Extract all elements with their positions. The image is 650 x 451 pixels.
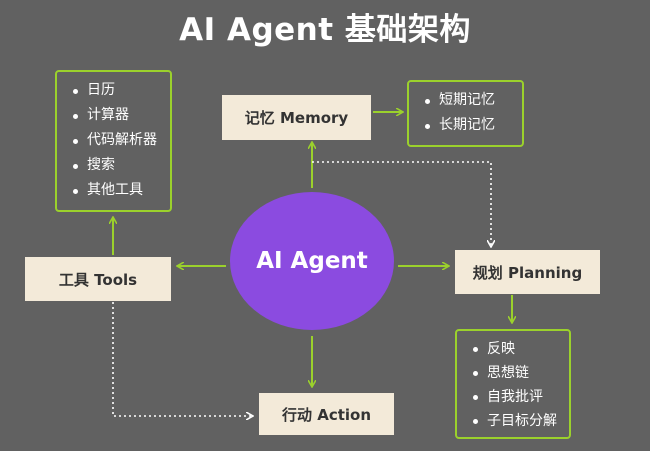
- memory-label: 记忆 Memory: [244, 109, 349, 127]
- action-node: 行动 Action: [259, 393, 394, 435]
- ai-agent-node: AI Agent: [230, 192, 394, 330]
- planning-item: 子目标分解: [473, 409, 563, 433]
- planning-label: 规划 Planning: [472, 263, 583, 282]
- tools-item: 日历: [73, 78, 164, 103]
- dotted-tools-to-action: [112, 302, 252, 416]
- memory-item: 长期记忆: [425, 113, 516, 138]
- ai-agent-label: AI Agent: [256, 248, 368, 274]
- tools-item: 搜索: [73, 153, 164, 178]
- planning-item: 反映: [473, 337, 563, 361]
- memory-item: 短期记忆: [425, 88, 516, 113]
- tools-item: 计算器: [73, 103, 164, 128]
- planning-list: 反映 思想链 自我批评 子目标分解: [455, 329, 571, 439]
- memory-list: 短期记忆 长期记忆: [407, 80, 524, 147]
- tools-item: 代码解析器: [73, 128, 164, 153]
- dotted-memory-to-planning: [312, 161, 491, 246]
- tools-label: 工具 Tools: [58, 270, 138, 289]
- tools-list: 日历 计算器 代码解析器 搜索 其他工具: [55, 70, 172, 212]
- planning-node: 规划 Planning: [455, 250, 600, 294]
- diagram-title: AI Agent 基础架构: [179, 12, 471, 48]
- tools-node: 工具 Tools: [25, 257, 171, 301]
- memory-node: 记忆 Memory: [222, 95, 371, 140]
- tools-item: 其他工具: [73, 178, 164, 203]
- planning-item: 自我批评: [473, 385, 563, 409]
- planning-item: 思想链: [473, 361, 563, 385]
- action-label: 行动 Action: [281, 405, 372, 424]
